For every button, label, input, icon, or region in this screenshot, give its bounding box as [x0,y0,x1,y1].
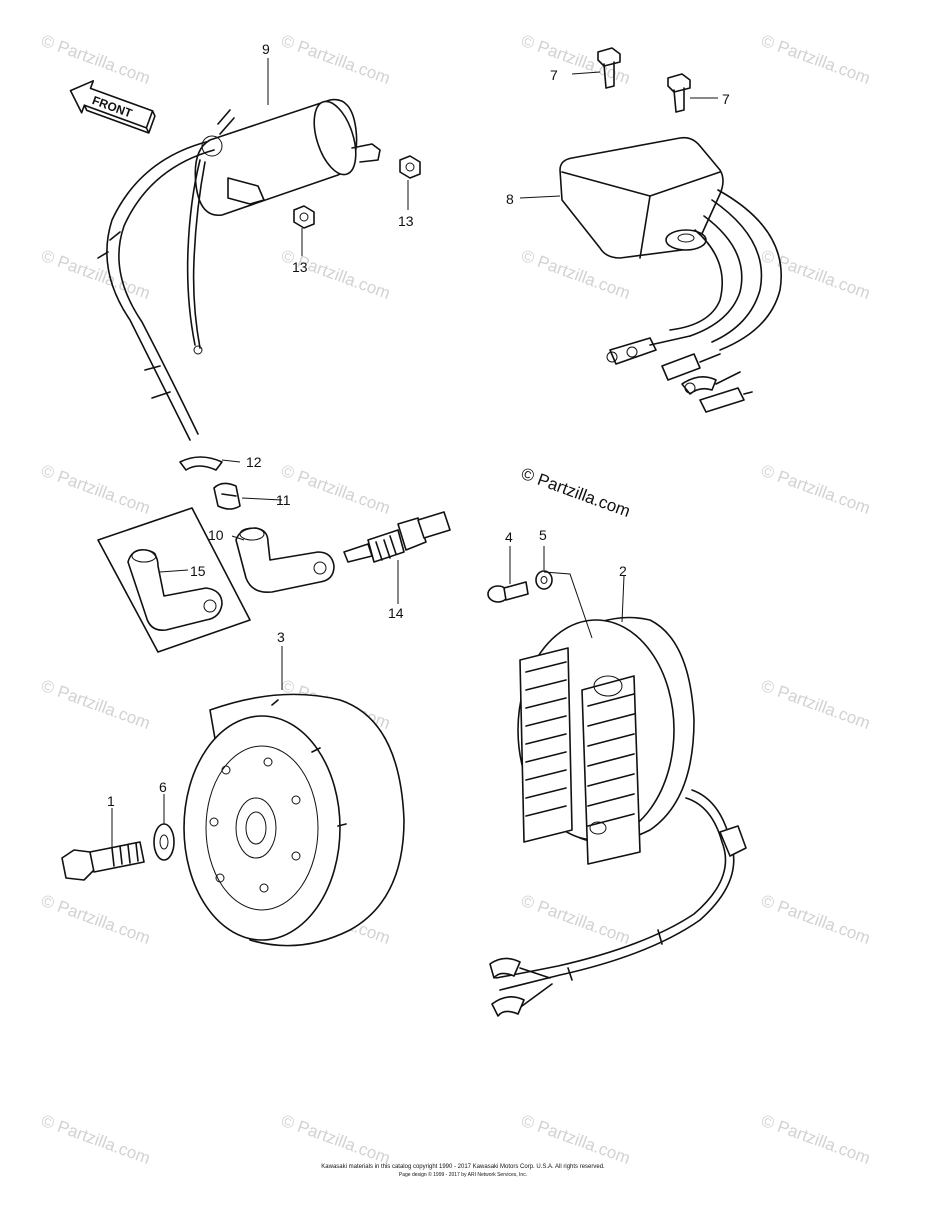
callouts: 9 7 7 8 13 13 12 11 10 14 15 4 5 2 3 1 6 [107,41,730,809]
watermark: © Partzilla.com [279,461,393,518]
washer-6 [153,823,175,861]
callout-6: 6 [159,779,167,795]
watermark: © Partzilla.com [759,31,873,88]
callout-13a: 13 [398,213,414,229]
flywheel-rotor [183,693,405,947]
screw-4 [487,581,529,603]
watermark: © Partzilla.com [759,1111,873,1168]
callout-13b: 13 [292,259,308,275]
callout-15: 15 [190,563,206,579]
callout-12: 12 [246,454,262,470]
watermark: © Partzilla.com [39,1111,153,1168]
callout-5: 5 [539,527,547,543]
spark-plug [343,511,451,563]
callout-1: 1 [107,793,115,809]
ignition-coil [97,98,381,471]
watermark: © Partzilla.com [759,676,873,733]
watermark: © Partzilla.com [39,676,153,733]
cdi-unit [559,136,782,413]
nut-13b [293,205,315,229]
callout-4: 4 [505,529,513,545]
washer-5 [535,570,553,590]
watermark: © Partzilla.com [39,31,153,88]
watermark: © Partzilla.com [519,1111,633,1168]
bolt-7a [597,47,621,89]
callout-2: 2 [619,563,627,579]
front-arrow-icon [69,80,154,129]
bolt-1 [61,841,145,881]
callout-8: 8 [506,191,514,207]
callout-11: 11 [276,492,291,508]
plug-cap [235,527,335,594]
leader-lines [111,58,718,850]
spring-clip [213,482,241,510]
watermark: © Partzilla.com [519,891,633,948]
copyright-line-1: Kawasaki materials in this catalog copyr… [321,1164,605,1170]
watermark: © Partzilla.com [279,31,393,88]
watermark: © Partzilla.com [759,246,873,303]
stator-assembly [489,616,747,1017]
bolt-7b [667,73,691,113]
copyright-notice: Kawasaki materials in this catalog copyr… [321,1164,605,1178]
callout-14: 14 [388,605,404,621]
boxed-cap [97,507,251,653]
watermark-dark: © Partzilla.com [519,464,633,521]
callout-7a: 7 [550,67,558,83]
callout-9: 9 [262,41,270,57]
nut-13a [399,155,421,179]
watermark: © Partzilla.com [759,891,873,948]
copyright-line-2: Page design © 1999 - 2017 by ARI Network… [399,1171,527,1178]
watermark: © Partzilla.com [39,461,153,518]
callout-10: 10 [208,527,224,543]
callout-7b: 7 [722,91,730,107]
watermark: © Partzilla.com [279,1111,393,1168]
watermark: © Partzilla.com [39,891,153,948]
watermark: © Partzilla.com [39,246,153,303]
callout-3: 3 [277,629,285,645]
watermark: © Partzilla.com [759,461,873,518]
